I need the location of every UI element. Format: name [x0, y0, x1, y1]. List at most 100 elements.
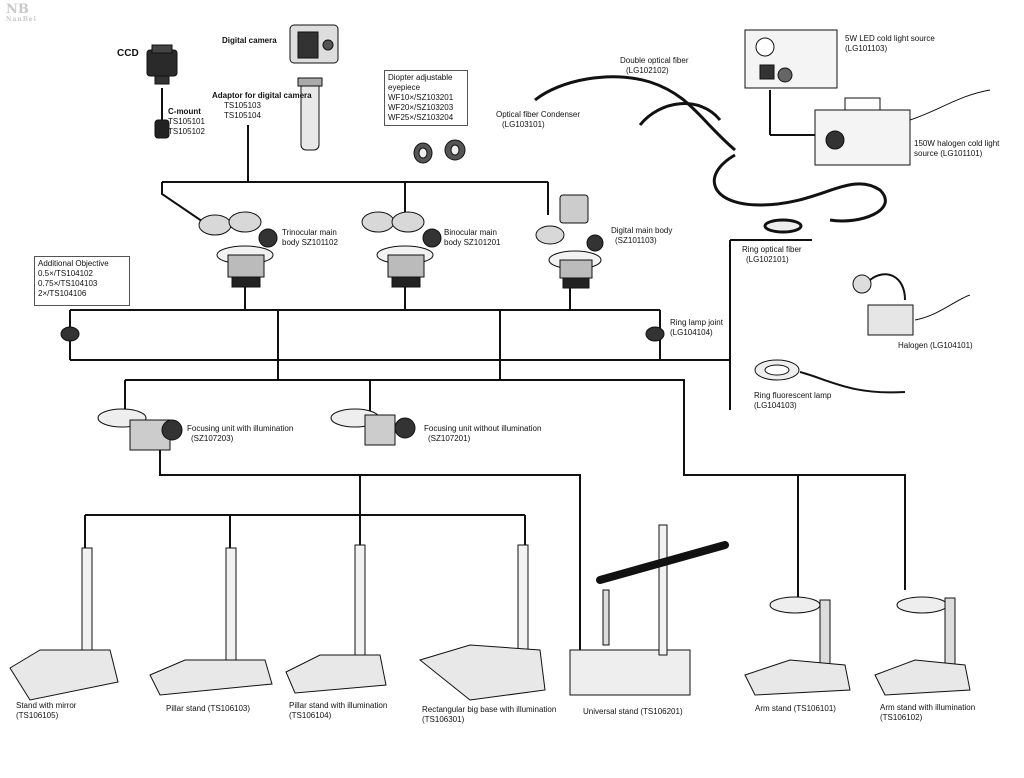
condenser-title: Optical fiber Condenser	[496, 110, 581, 119]
rectangular-big-base	[418, 544, 546, 701]
arm-illum-label: Arm stand with illumination (TS106102)	[880, 703, 975, 723]
focus-without-title: Focusing unit without illumination	[424, 424, 542, 433]
cmount-title: C-mount	[168, 107, 201, 116]
ring-fluor-title: Ring fluorescent lamp	[754, 391, 832, 400]
focus-with-code: (SZ107203)	[191, 434, 234, 443]
double-fiber-code: (LG102102)	[626, 66, 669, 75]
led-source-title: 5W LED cold light source	[845, 34, 935, 43]
arm-illum-code: (TS106102)	[880, 713, 923, 722]
cmount-code-2: TS105102	[168, 127, 205, 136]
trinocular-line-1: Trinocular main	[282, 228, 337, 237]
eyepiece-label: Diopter adjustable eyepiece WF10×/SZ1032…	[384, 70, 468, 126]
arm-stand-with-illumination	[874, 596, 971, 696]
eyepiece-code-2: WF20×/SZ103203	[388, 103, 454, 112]
digital-body	[535, 194, 604, 289]
ring-joint-label: Ring lamp joint (LG104104)	[670, 318, 723, 338]
arm-stand-label: Arm stand (TS106101)	[755, 704, 836, 713]
ring-fiber-code: (LG102101)	[746, 255, 789, 264]
pillar-illum-label: Pillar stand with illumination (TS106104…	[289, 701, 387, 721]
rect-base-title: Rectangular big base with illumination	[422, 705, 557, 714]
focus-with-title: Focusing unit with illumination	[187, 424, 294, 433]
focusing-unit-without-illumination	[330, 408, 416, 446]
ring-fiber-title: Ring optical fiber	[742, 245, 802, 254]
binocular-label: Binocular main body SZ101201	[444, 228, 501, 248]
digital-camera-label: Digital camera	[222, 36, 277, 45]
pillar-illum-code: (TS106104)	[289, 711, 332, 720]
objective-label: Additional Objective 0.5×/TS104102 0.75×…	[34, 256, 130, 306]
logo-mark: NB	[6, 2, 29, 17]
pillar-stand	[149, 547, 273, 696]
stand-mirror-title: Stand with mirror	[16, 701, 77, 710]
pillar-illum-title: Pillar stand with illumination	[289, 701, 388, 710]
ring-fluorescent-lamp	[754, 359, 906, 394]
halogen-lamp-label: Halogen (LG104101)	[898, 341, 973, 350]
pillar-stand-label: Pillar stand (TS106103)	[166, 704, 251, 713]
halogen-source-line-1: 150W halogen cold light	[914, 139, 1000, 148]
focus-without-label: Focusing unit without illumination (SZ10…	[424, 424, 541, 444]
focusing-unit-with-illumination	[97, 408, 183, 451]
double-fiber-title: Double optical fiber	[620, 56, 689, 65]
arm-illum-title: Arm stand with illumination	[880, 703, 976, 712]
objective-title: Additional Objective	[38, 259, 109, 268]
double-fiber-label: Double optical fiber (LG102102)	[620, 56, 688, 76]
objective-code-1: 0.5×/TS104102	[38, 269, 93, 278]
rect-base-label: Rectangular big base with illumination (…	[422, 705, 556, 725]
eyepiece-code-3: WF25×/SZ103204	[388, 113, 454, 122]
halogen-lamp	[852, 273, 971, 336]
ring-joint-title: Ring lamp joint	[670, 318, 723, 327]
stand-with-mirror	[9, 547, 119, 701]
binocular-line-1: Binocular main	[444, 228, 497, 237]
pillar-stand-with-illumination	[285, 544, 387, 694]
c-mount	[154, 119, 170, 139]
stand-mirror-code: (TS106105)	[16, 711, 59, 720]
adaptor-code-2: TS105104	[224, 111, 261, 120]
led-source-label: 5W LED cold light source (LG101103)	[845, 34, 935, 54]
halogen-cold-light-source	[814, 89, 991, 166]
focus-without-code: (SZ107201)	[428, 434, 471, 443]
condenser-label: Optical fiber Condenser (LG103101)	[496, 110, 580, 130]
objective-code-2: 0.75×/TS104103	[38, 279, 98, 288]
trinocular-body	[198, 211, 278, 288]
eyepieces	[413, 139, 466, 164]
ring-joint-code: (LG104104)	[670, 328, 713, 337]
ring-optical-fiber	[712, 153, 887, 234]
digital-body-code: (SZ101103)	[615, 236, 657, 245]
cmount-label: C-mount TS105101 TS105102	[168, 107, 205, 137]
objective-lenses	[60, 326, 665, 342]
rect-base-code: (TS106301)	[422, 715, 465, 724]
ring-fluor-code: (LG104103)	[754, 401, 797, 410]
eyepiece-line-2: eyepiece	[388, 83, 421, 92]
double-optical-fiber	[534, 75, 736, 152]
focus-with-label: Focusing unit with illumination (SZ10720…	[187, 424, 293, 444]
digital-body-label: Digital main body (SZ101103)	[611, 226, 672, 246]
adaptor-code-1: TS105103	[224, 101, 261, 110]
halogen-source-label: 150W halogen cold light source (LG101101…	[914, 139, 999, 159]
binocular-body	[361, 211, 442, 288]
ccd-camera	[146, 44, 178, 85]
halogen-source-line-2: source (LG101101)	[914, 149, 983, 158]
led-source-code: (LG101103)	[845, 44, 888, 53]
eyepiece-line-1: Diopter adjustable	[388, 73, 453, 82]
eyepiece-code-1: WF10×/SZ103201	[388, 93, 454, 102]
digital-body-title: Digital main body	[611, 226, 673, 235]
digital-camera	[289, 24, 339, 64]
ring-fiber-label: Ring optical fiber (LG102101)	[742, 245, 802, 265]
adaptor	[297, 77, 323, 151]
universal-stand	[569, 524, 729, 696]
adaptor-label: Adaptor for digital camera TS105103 TS10…	[212, 91, 312, 121]
trinocular-label: Trinocular main body SZ101102	[282, 228, 338, 248]
binocular-line-2: body SZ101201	[444, 238, 501, 247]
ccd-label: CCD	[117, 48, 139, 59]
stand-mirror-label: Stand with mirror (TS106105)	[16, 701, 76, 721]
universal-stand-label: Universal stand (TS106201)	[583, 707, 683, 716]
brand-logo: NB NanBei	[6, 2, 37, 26]
trinocular-line-2: body SZ101102	[282, 238, 338, 247]
objective-code-3: 2×/TS104106	[38, 289, 87, 298]
led-cold-light-source	[744, 29, 838, 89]
adaptor-title: Adaptor for digital camera	[212, 91, 312, 100]
arm-stand	[744, 596, 851, 696]
logo-subtitle: NanBei	[6, 16, 37, 23]
cmount-code-1: TS105101	[168, 117, 205, 126]
condenser-code: (LG103101)	[502, 120, 545, 129]
